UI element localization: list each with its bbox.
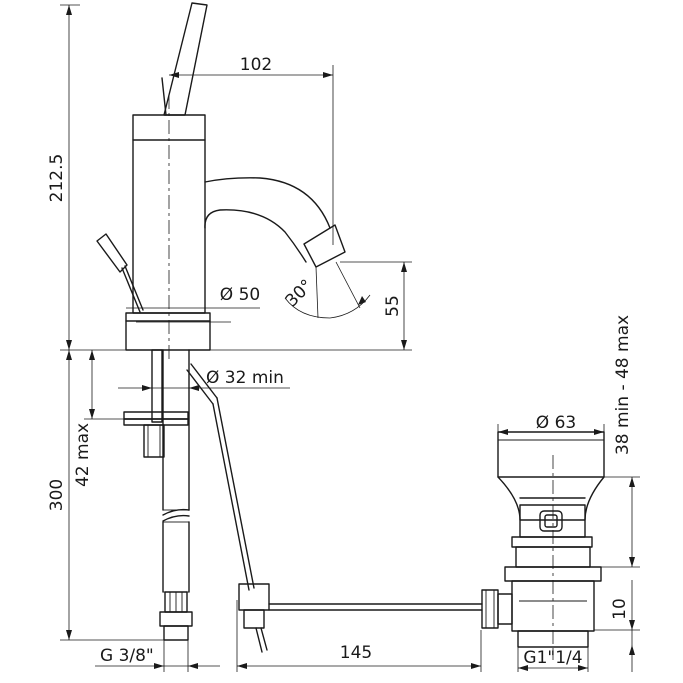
label-55: 55 bbox=[383, 295, 403, 317]
label-300: 300 bbox=[47, 479, 67, 511]
mounting-nut bbox=[123, 411, 189, 458]
label-diameter-50: Ø 50 bbox=[220, 285, 260, 305]
dim-spout-reach: 102 bbox=[169, 55, 334, 245]
label-212-5: 212.5 bbox=[47, 154, 67, 203]
dim-drain-range: 38 min - 48 max bbox=[592, 315, 640, 568]
dim-total-height: 212.5 bbox=[47, 4, 80, 350]
dim-rod-length: 145 bbox=[236, 600, 482, 672]
supply-hose bbox=[151, 349, 193, 641]
dim-spout-height: 55 bbox=[340, 261, 412, 350]
label-diameter-63: Ø 63 bbox=[536, 413, 576, 433]
label-145: 145 bbox=[340, 643, 372, 663]
drain-assembly bbox=[481, 431, 605, 648]
dim-spout-angle: 30° bbox=[282, 261, 371, 319]
dim-hose-length: 300 bbox=[47, 350, 164, 641]
label-30-degrees: 30° bbox=[282, 276, 317, 311]
label-g-3-8: G 3/8" bbox=[100, 646, 154, 666]
label-102: 102 bbox=[240, 55, 272, 75]
faucet-handle bbox=[161, 2, 208, 116]
dim-drain-diameter: Ø 63 bbox=[497, 413, 605, 435]
linkage-rod bbox=[268, 603, 483, 611]
faucet-body bbox=[125, 114, 211, 351]
label-42-max: 42 max bbox=[73, 423, 93, 487]
dim-deck-thickness: 42 max bbox=[73, 350, 126, 487]
dim-drain-offset: 10 bbox=[594, 580, 640, 672]
label-g1-1-4: G1"1/4 bbox=[523, 648, 582, 668]
label-38-min-48-max: 38 min - 48 max bbox=[613, 315, 633, 455]
label-10: 10 bbox=[610, 598, 630, 620]
pop-up-lever bbox=[96, 233, 144, 313]
pull-rod bbox=[186, 363, 270, 653]
centerlines bbox=[136, 95, 554, 660]
faucet-spout bbox=[204, 177, 346, 268]
dim-drain-thread: G1"1/4 bbox=[517, 647, 589, 672]
dim-hole-diameter: Ø 32 min bbox=[118, 368, 290, 391]
label-diameter-32-min: Ø 32 min bbox=[206, 368, 284, 388]
dim-inlet-thread: G 3/8" bbox=[95, 640, 220, 672]
